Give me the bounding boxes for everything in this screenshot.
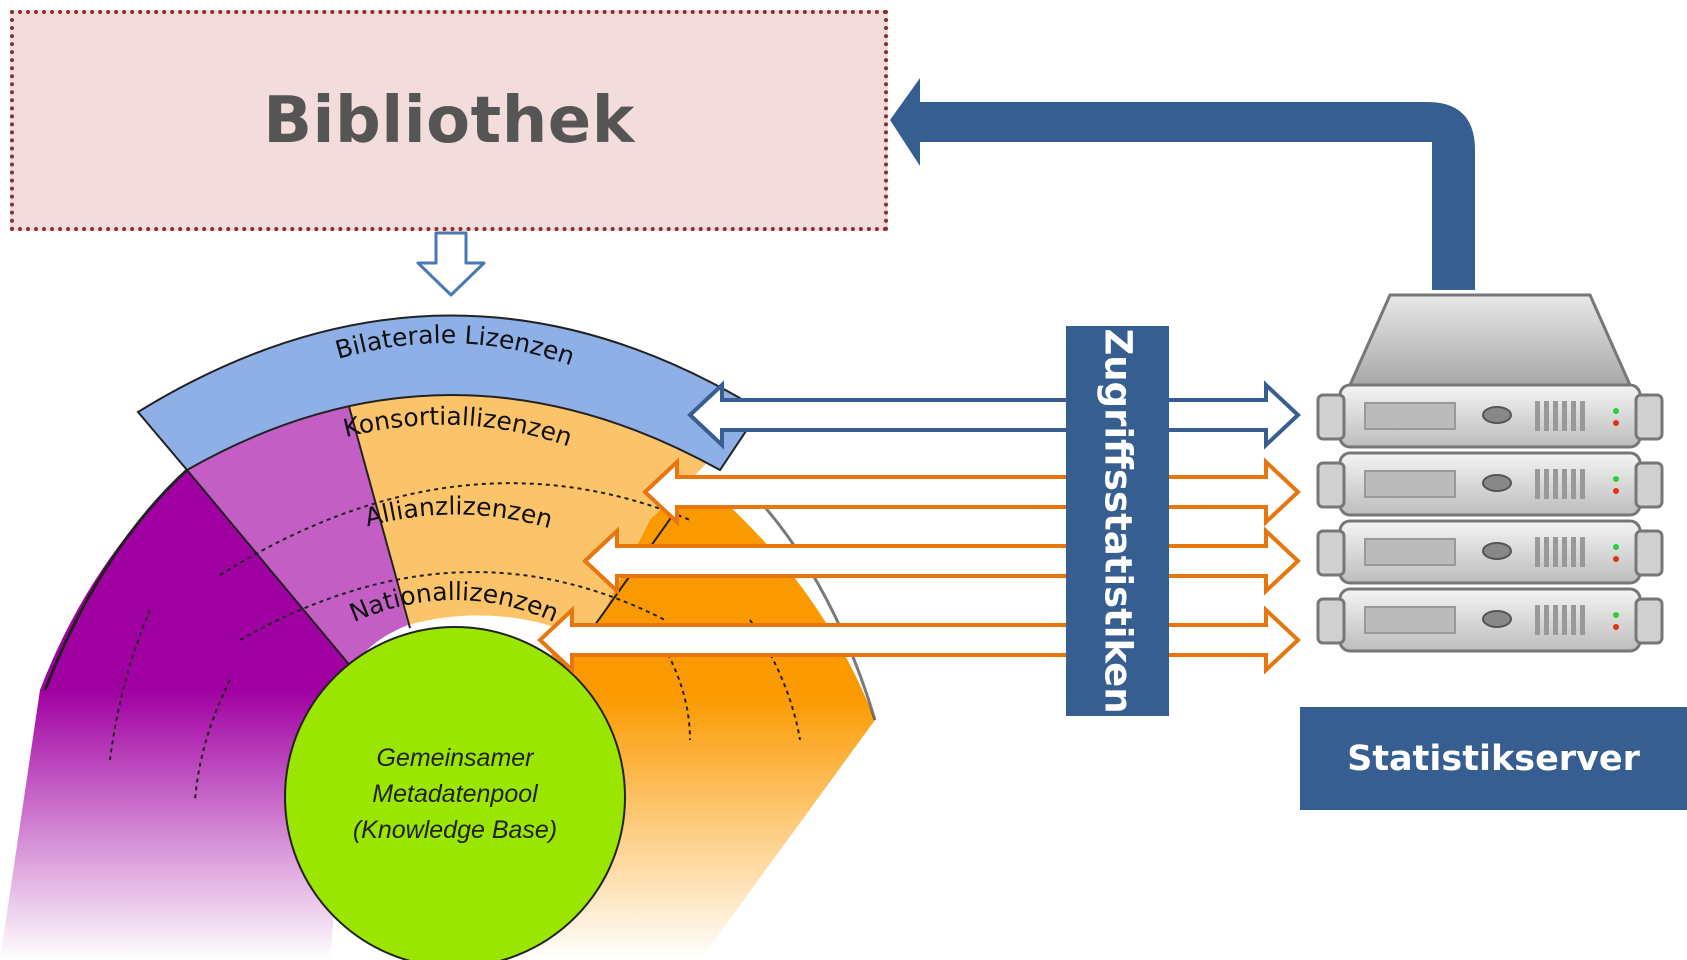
metadata-pool-line-3: (Knowledge Base)	[352, 816, 558, 844]
server-label: Statistikserver	[1347, 738, 1640, 779]
library-down-arrow	[416, 231, 486, 297]
metadata-pool-line-1: Gemeinsamer	[376, 744, 534, 772]
metadata-pool-label: Gemeinsamer Metadatenpool (Knowledge Bas…	[290, 740, 620, 848]
library-title: Bibliothek	[263, 83, 635, 158]
sector-separator-left	[186, 469, 353, 669]
access-statistics-label: Zugriffsstatistiken	[1096, 328, 1139, 714]
access-statistics-box: Zugriffsstatistiken	[1066, 326, 1169, 716]
server-rack-icon	[1316, 293, 1664, 653]
return-arrow	[890, 78, 1475, 290]
server-unit	[1316, 383, 1664, 449]
outer-purple-sector	[0, 470, 355, 960]
metadata-pool-line-2: Metadatenpool	[372, 780, 538, 808]
inner-purple-sector	[187, 392, 408, 668]
server-unit	[1316, 451, 1664, 517]
server-label-box: Statistikserver	[1300, 707, 1687, 810]
sector-separator-right	[344, 391, 411, 629]
outer-edge-left	[43, 468, 189, 691]
arrow-bilateral	[687, 380, 1301, 450]
library-box: Bibliothek	[10, 10, 888, 231]
metadata-pool-circle	[284, 626, 626, 960]
arrow-konsortial	[642, 457, 1301, 527]
server-unit	[1316, 519, 1664, 585]
server-unit	[1316, 587, 1664, 653]
